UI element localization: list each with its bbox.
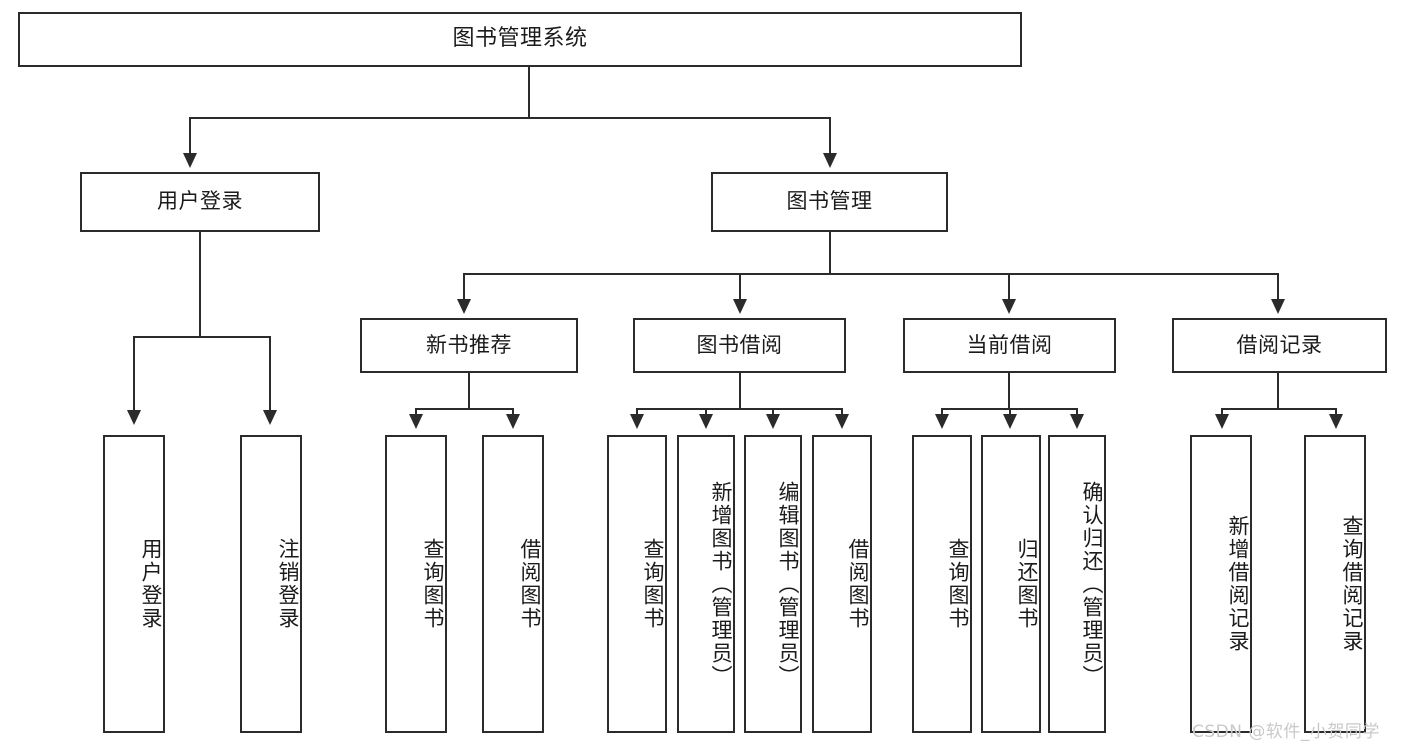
edge-user-login-bus: [133, 336, 271, 338]
edge-new-book-to-leaf-1: [415, 408, 417, 418]
edge-book-mgmt-to-l3-1: [463, 273, 465, 303]
leaf-new-book-query[interactable]: 查询图书: [385, 435, 447, 733]
node-book-management[interactable]: 图书管理: [711, 172, 948, 232]
arrow-new-book-to-leaf-2: [506, 414, 520, 429]
edge-root-stem: [528, 67, 530, 118]
edge-current-borrow-stem: [1008, 373, 1010, 409]
edge-root-to-user-login: [189, 117, 191, 157]
leaf-book-borrow-edit[interactable]: 编辑图书（管理员）: [744, 435, 802, 733]
node-label: 查询图书: [421, 538, 445, 630]
arrow-book-borrow-to-leaf-4: [835, 414, 849, 429]
node-label: 编辑图书（管理员）: [776, 480, 800, 688]
leaf-current-borrow-confirm[interactable]: 确认归还（管理员）: [1048, 435, 1106, 733]
edge-current-borrow-to-leaf-2: [1009, 408, 1011, 418]
arrow-user-login-to-leaf-2: [263, 410, 277, 425]
arrow-borrow-record-to-leaf-2: [1329, 414, 1343, 429]
edge-borrow-record-stem: [1277, 373, 1279, 409]
node-current-borrow[interactable]: 当前借阅: [903, 318, 1116, 373]
edge-book-mgmt-to-l3-2: [739, 273, 741, 303]
leaf-book-borrow-query[interactable]: 查询图书: [607, 435, 667, 733]
edge-user-login-to-leaf-1: [133, 336, 135, 414]
node-label: 查询图书: [946, 538, 970, 630]
arrow-root-to-user-login: [183, 153, 197, 168]
node-label: 当前借阅: [966, 332, 1053, 357]
node-label: 图书管理系统: [452, 26, 588, 52]
node-label: 借阅图书: [518, 538, 542, 630]
node-label: 查询图书: [641, 538, 665, 630]
arrow-current-borrow-to-leaf-1: [935, 414, 949, 429]
node-label: 归还图书: [1015, 538, 1039, 630]
leaf-borrow-record-add[interactable]: 新增借阅记录: [1190, 435, 1252, 733]
node-label: 用户登录: [157, 189, 243, 214]
edge-new-book-to-leaf-2: [512, 408, 514, 418]
edge-user-login-to-leaf-2: [269, 336, 271, 414]
arrow-book-mgmt-to-l3-2: [733, 299, 747, 314]
edge-book-mgmt-to-l3-3: [1008, 273, 1010, 303]
csdn-watermark: CSDN @软件_小贺同学: [1192, 722, 1380, 742]
edge-user-login-stem: [199, 232, 201, 337]
edge-book-borrow-to-leaf-2: [705, 408, 707, 418]
arrow-current-borrow-to-leaf-3: [1070, 414, 1084, 429]
node-book-borrow[interactable]: 图书借阅: [633, 318, 846, 373]
arrow-borrow-record-to-leaf-1: [1215, 414, 1229, 429]
node-root-system[interactable]: 图书管理系统: [18, 12, 1022, 67]
edge-book-borrow-to-leaf-1: [636, 408, 638, 418]
edge-book-borrow-to-leaf-4: [841, 408, 843, 418]
leaf-book-borrow-add[interactable]: 新增图书（管理员）: [677, 435, 735, 733]
arrow-current-borrow-to-leaf-2: [1003, 414, 1017, 429]
edge-current-borrow-to-leaf-3: [1076, 408, 1078, 418]
node-label: 注销登录: [276, 538, 300, 630]
node-label: 新增图书（管理员）: [709, 480, 733, 688]
node-label: 图书管理: [786, 189, 873, 214]
node-user-login[interactable]: 用户登录: [80, 172, 320, 232]
leaf-new-book-borrow[interactable]: 借阅图书: [482, 435, 544, 733]
arrow-book-mgmt-to-l3-3: [1002, 299, 1016, 314]
edge-book-mgmt-to-l3-4: [1277, 273, 1279, 303]
node-label: 查询借阅记录: [1340, 515, 1364, 653]
edge-book-borrow-bus: [636, 408, 843, 410]
arrow-user-login-to-leaf-1: [127, 410, 141, 425]
node-label: 新书推荐: [426, 332, 512, 357]
node-label: 新增借阅记录: [1226, 515, 1250, 653]
edge-root-bus: [189, 117, 830, 119]
leaf-user-login-login[interactable]: 用户登录: [103, 435, 165, 733]
edge-book-borrow-stem: [739, 373, 741, 409]
arrow-new-book-to-leaf-1: [409, 414, 423, 429]
arrow-book-borrow-to-leaf-2: [699, 414, 713, 429]
arrow-book-borrow-to-leaf-1: [630, 414, 644, 429]
edge-new-book-bus: [415, 408, 514, 410]
edge-root-to-book-mgmt: [829, 117, 831, 157]
edge-borrow-record-to-leaf-2: [1335, 408, 1337, 418]
edge-book-borrow-to-leaf-3: [772, 408, 774, 418]
node-borrow-record[interactable]: 借阅记录: [1172, 318, 1387, 373]
node-label: 借阅记录: [1236, 332, 1323, 357]
edge-borrow-record-bus: [1221, 408, 1337, 410]
arrow-book-borrow-to-leaf-3: [766, 414, 780, 429]
leaf-current-borrow-query[interactable]: 查询图书: [912, 435, 972, 733]
edge-book-mgmt-bus: [463, 273, 1277, 275]
node-label: 用户登录: [139, 538, 163, 630]
edge-borrow-record-to-leaf-1: [1221, 408, 1223, 418]
edge-current-borrow-to-leaf-1: [941, 408, 943, 418]
leaf-borrow-record-query[interactable]: 查询借阅记录: [1304, 435, 1366, 733]
node-label: 确认归还（管理员）: [1080, 480, 1104, 688]
arrow-book-mgmt-to-l3-4: [1271, 299, 1285, 314]
edge-book-mgmt-stem: [829, 232, 831, 274]
leaf-current-borrow-return[interactable]: 归还图书: [981, 435, 1041, 733]
arrow-root-to-book-mgmt: [823, 153, 837, 168]
leaf-book-borrow-borrow[interactable]: 借阅图书: [812, 435, 872, 733]
arrow-book-mgmt-to-l3-1: [457, 299, 471, 314]
node-new-book-recommend[interactable]: 新书推荐: [360, 318, 578, 373]
node-label: 借阅图书: [846, 538, 870, 630]
leaf-user-login-logout[interactable]: 注销登录: [240, 435, 302, 733]
edge-new-book-stem: [468, 373, 470, 409]
node-label: 图书借阅: [696, 332, 783, 357]
